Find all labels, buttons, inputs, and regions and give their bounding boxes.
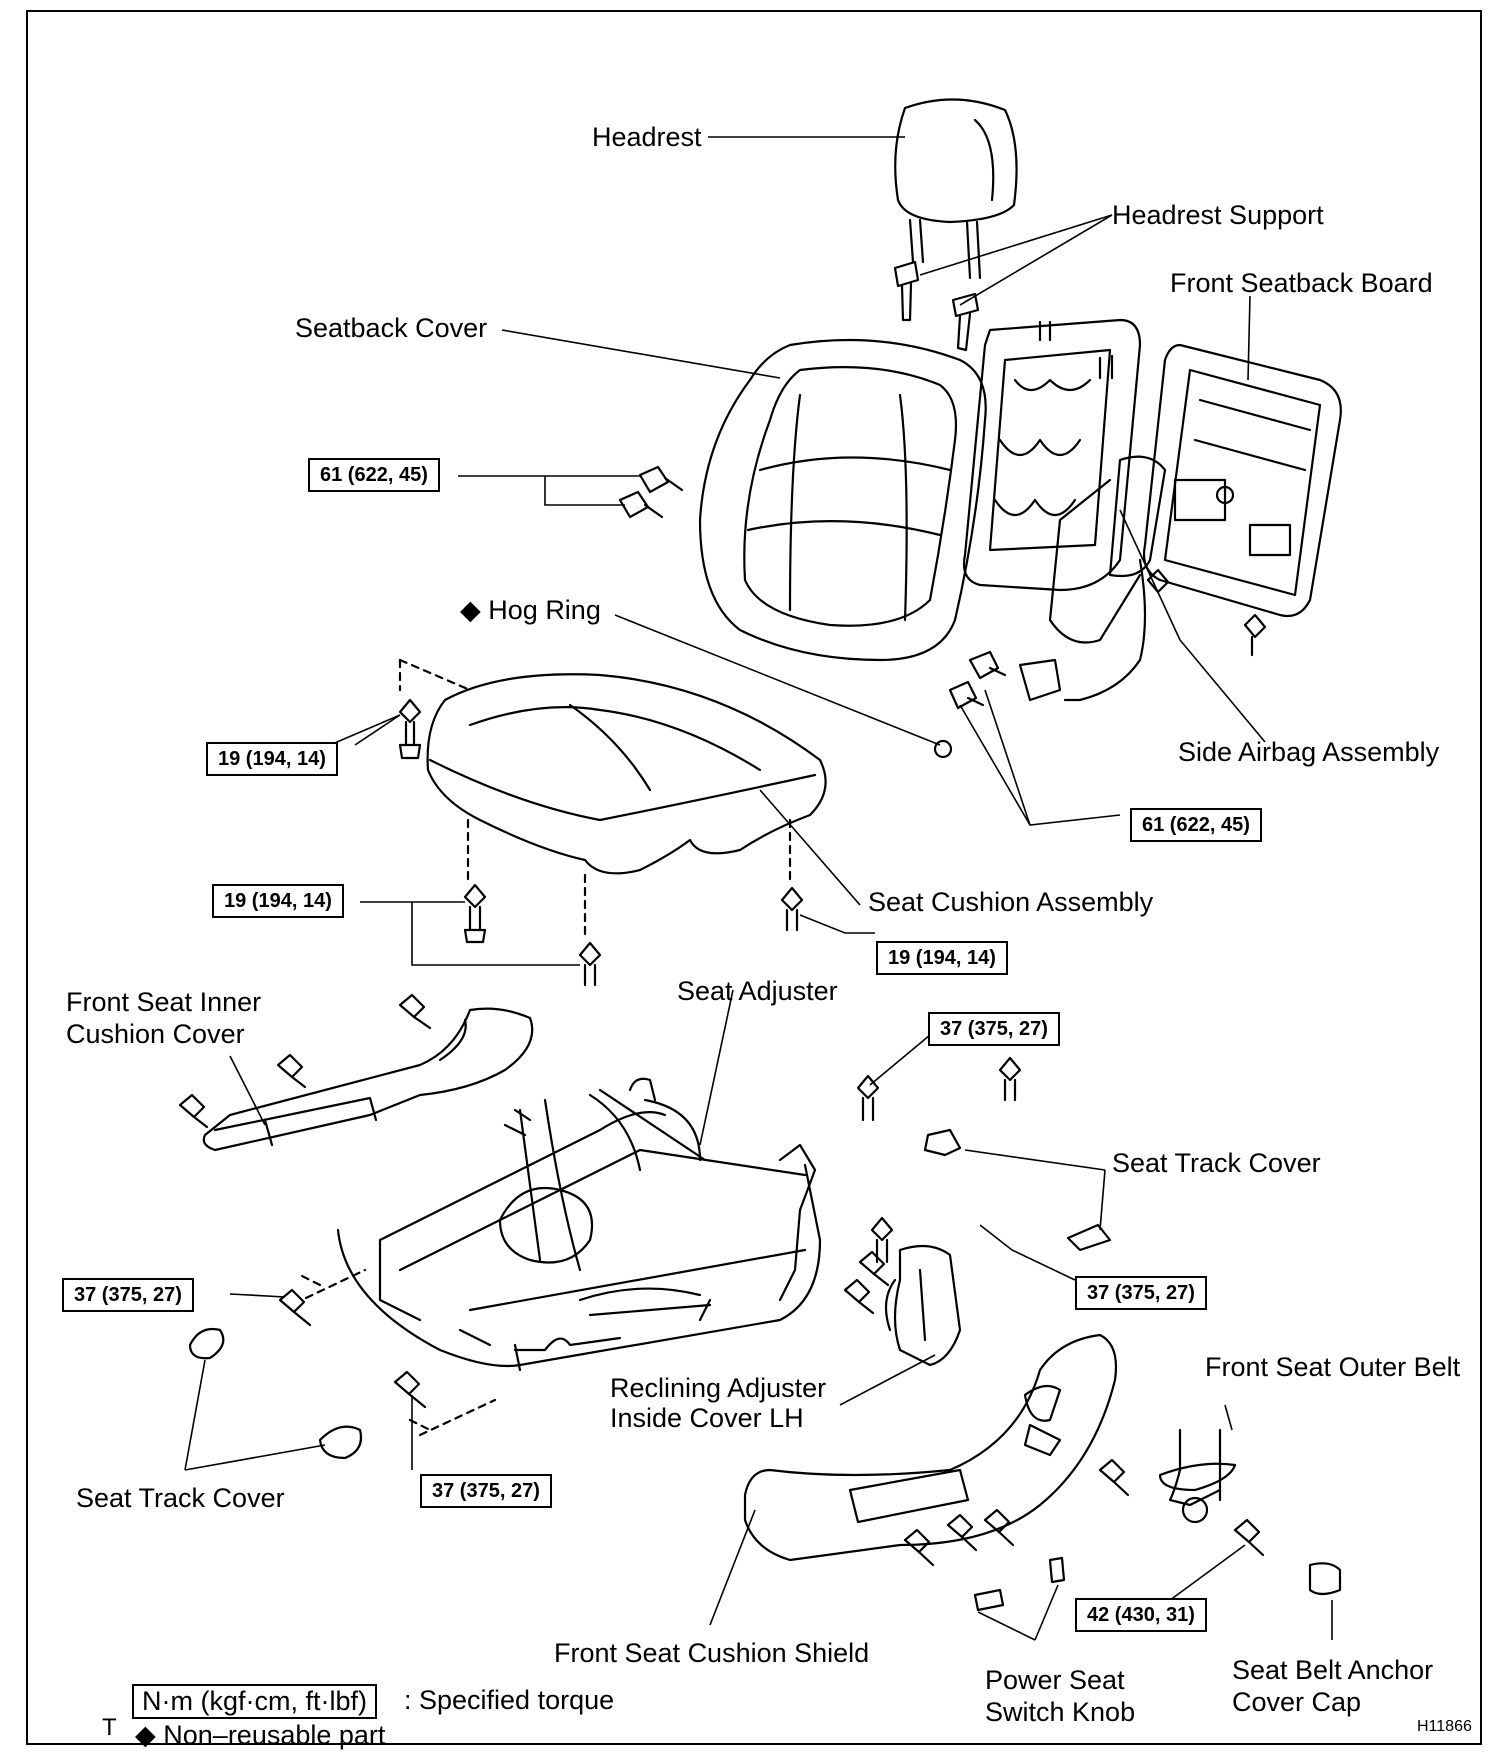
label-headrest: Headrest (592, 122, 702, 152)
seat-cushion-part (426, 673, 827, 875)
seatback-bolts (618, 465, 684, 519)
cushion-shield-part (743, 1333, 1118, 1562)
torque-cushion-front-right: 19 (194, 14) (876, 941, 1008, 975)
label-seat-belt-anchor-1: Seat Belt Anchor (1232, 1655, 1434, 1685)
headrest-part (894, 98, 1018, 280)
bolt-dash-lines (298, 658, 792, 1437)
reclining-cover-part (884, 1244, 962, 1367)
label-front-seat-inner-cushion-cover-2: Cushion Cover (66, 1019, 245, 1049)
inner-cushion-cover-part (202, 1007, 534, 1152)
torque-adjuster-left: 37 (375, 27) (62, 1278, 194, 1312)
torque-airbag-nuts: 61 (622, 45) (1130, 808, 1262, 842)
seatback-frame-part (962, 318, 1142, 592)
diagram-frame (26, 10, 1482, 1745)
cushion-bolts (398, 698, 1022, 1122)
label-seat-cushion-assembly: Seat Cushion Assembly (868, 887, 1154, 917)
label-power-seat-switch-knob-1: Power Seat (985, 1665, 1125, 1695)
outer-belt-part (1158, 1428, 1237, 1524)
figure-code: H11866 (1417, 1718, 1472, 1735)
inner-cover-clips (178, 993, 432, 1129)
bottom-small-parts (903, 1458, 1342, 1612)
label-seat-adjuster: Seat Adjuster (677, 976, 838, 1006)
legend-torque-units: N·m (kgf·cm, ft·lbf) (132, 1684, 377, 1719)
torque-adjuster-right: 37 (375, 27) (1075, 1276, 1207, 1310)
label-seat-track-cover-left: Seat Track Cover (76, 1483, 285, 1513)
label-headrest-support: Headrest Support (1112, 200, 1324, 230)
label-front-seat-cushion-shield: Front Seat Cushion Shield (554, 1638, 870, 1668)
label-seat-belt-anchor-2: Cover Cap (1232, 1687, 1362, 1717)
label-seatback-cover: Seatback Cover (295, 313, 488, 343)
label-reclining-adjuster-2: Inside Cover LH (610, 1403, 804, 1433)
diamond-icon: ◆ (460, 595, 481, 625)
torque-cushion-front-left: 19 (194, 14) (212, 884, 344, 918)
legend-nonreusable: ◆ Non–reusable part (135, 1720, 386, 1750)
label-reclining-adjuster-1: Reclining Adjuster (610, 1373, 827, 1403)
legend-t-marker: T (102, 1714, 117, 1741)
seat-adjuster-part (336, 1077, 822, 1372)
seatback-board-part (1142, 343, 1342, 618)
label-front-seat-outer-belt: Front Seat Outer Belt (1205, 1352, 1461, 1382)
airbag-bolts (948, 568, 1267, 710)
legend-torque-desc: : Specified torque (404, 1685, 615, 1715)
label-front-seatback-board: Front Seatback Board (1170, 268, 1433, 298)
seatback-cover-part (698, 338, 987, 662)
headrest-support-parts (893, 260, 980, 352)
seat-track-cover-parts (188, 1128, 1112, 1460)
hog-ring-part (933, 739, 953, 759)
label-hog-ring: ◆ Hog Ring (460, 595, 601, 626)
torque-adjuster-bottom: 37 (375, 27) (420, 1474, 552, 1508)
leader-lines (184, 136, 1333, 1641)
torque-cushion-rear: 19 (194, 14) (206, 742, 338, 776)
label-hog-ring-text: Hog Ring (488, 595, 601, 625)
label-seat-track-cover-right: Seat Track Cover (1112, 1148, 1321, 1178)
label-front-seat-inner-cushion-cover-1: Front Seat Inner (66, 987, 262, 1017)
torque-adjuster-top-right: 37 (375, 27) (928, 1012, 1060, 1046)
label-power-seat-switch-knob-2: Switch Knob (985, 1697, 1136, 1727)
side-airbag-part (1018, 455, 1167, 702)
label-side-airbag-assembly: Side Airbag Assembly (1178, 737, 1440, 767)
torque-seatback-bolts: 61 (622, 45) (308, 458, 440, 492)
torque-belt-anchor: 42 (430, 31) (1075, 1598, 1207, 1632)
